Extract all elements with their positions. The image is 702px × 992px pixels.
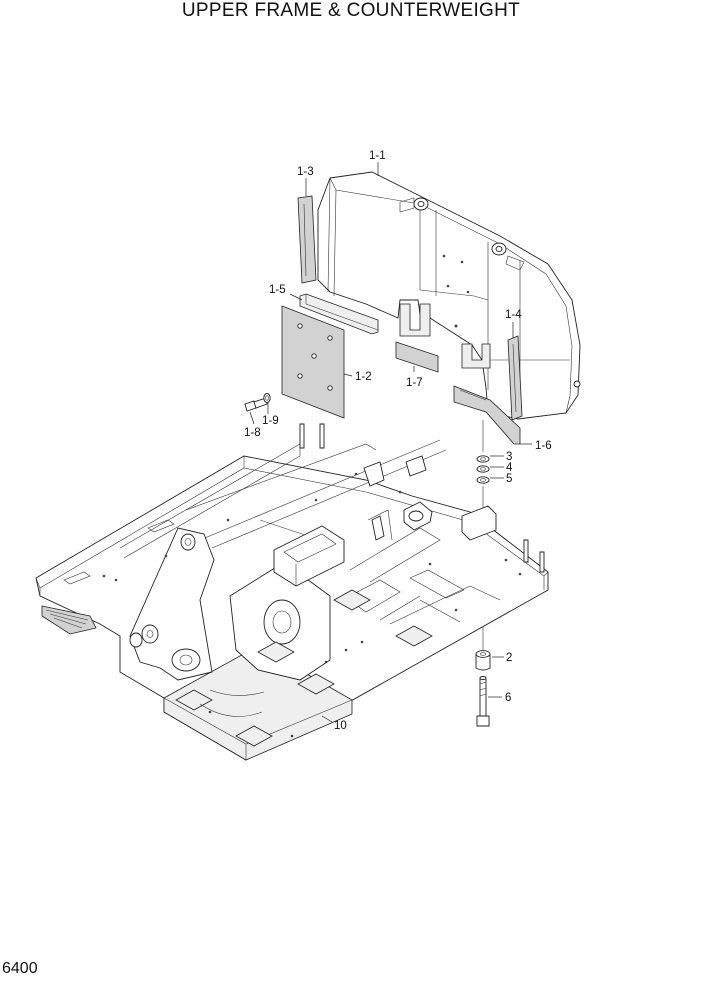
callout-4: 4 [506, 462, 513, 474]
callout-5: 5 [506, 473, 512, 485]
top-plate-part [299, 293, 379, 335]
cover-plate-part [281, 305, 345, 419]
shim-plate-part [395, 341, 439, 373]
upper-frame-part [35, 423, 549, 761]
bottom-bracket-part [453, 385, 521, 445]
long-bolt-part [476, 676, 490, 727]
bolt-and-washer-part [244, 393, 271, 412]
side-plate-right-part [507, 335, 523, 421]
page-number: 6400 [2, 960, 38, 977]
side-plate-left-part [297, 195, 317, 284]
callout-1-8: 1-8 [244, 427, 261, 439]
callout-2: 2 [506, 652, 512, 664]
callout-1-7: 1-7 [406, 377, 423, 389]
diagram-title: UPPER FRAME & COUNTERWEIGHT [181, 0, 521, 21]
callout-6: 6 [505, 692, 511, 704]
callout-1-1: 1-1 [369, 150, 386, 162]
callout-1-5: 1-5 [269, 284, 286, 296]
callout-1-6: 1-6 [535, 440, 552, 452]
callout-1-3: 1-3 [297, 166, 314, 178]
leader-lines [249, 162, 532, 723]
callout-3: 3 [506, 451, 512, 463]
callout-10: 10 [334, 720, 347, 732]
spacer-part [475, 650, 491, 671]
callout-1-9: 1-9 [262, 415, 279, 427]
callout-1-4: 1-4 [505, 309, 522, 321]
callout-1-2: 1-2 [355, 371, 372, 383]
